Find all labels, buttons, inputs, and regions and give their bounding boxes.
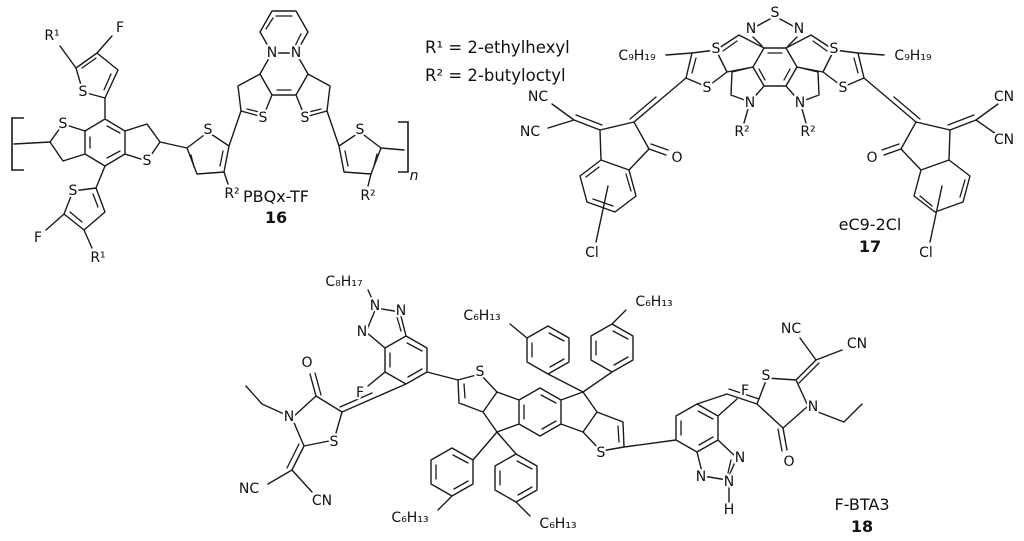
alkyl-c8h17-label: C₈H₁₇: [325, 274, 362, 290]
pbqx-ring-bonds: [13, 10, 405, 249]
nitrogen-atom-label: N: [745, 95, 755, 111]
ec9-number-label: 17: [859, 237, 881, 256]
sulfur-atom-label: S: [69, 183, 78, 199]
nitrile-label: CN: [847, 336, 867, 352]
sulfur-atom-label: S: [143, 153, 152, 169]
sulfur-atom-label: S: [79, 84, 88, 100]
r-group-legend: R¹ = 2-ethylhexyl R² = 2-butyloctyl: [425, 38, 570, 85]
nitrile-label: NC: [520, 124, 540, 140]
ec9-name-label: eC9-2Cl: [839, 215, 902, 234]
fbta3-ring-bonds: [245, 289, 863, 517]
substituent-r1-label: R¹: [44, 28, 59, 44]
nitrogen-atom-label: N: [794, 21, 804, 37]
fbta3-double-bond-ticks: [286, 316, 820, 496]
pbqx-number-label: 16: [265, 208, 287, 227]
alkyl-c6h13-label: C₆H₁₃: [463, 308, 500, 324]
fluorine-atom-label: F: [34, 230, 42, 246]
polymer-repeat-n-label: n: [410, 168, 419, 184]
sulfur-atom-label: S: [59, 116, 68, 132]
nitrile-label: CN: [312, 493, 332, 509]
nitrogen-atom-label: N: [396, 303, 406, 319]
fbta3-name-label: F-BTA3: [834, 495, 889, 514]
nitrogen-atom-label: N: [291, 45, 301, 61]
sulfur-atom-label: S: [301, 110, 310, 126]
chlorine-atom-label: Cl: [585, 245, 599, 261]
oxygen-atom-label: O: [783, 454, 794, 470]
ec9-ring-bonds: [547, 18, 999, 243]
substituent-r2-label: R²: [734, 124, 749, 140]
substituent-r2-label: R²: [224, 186, 239, 202]
sulfur-atom-label: S: [830, 41, 839, 57]
r2-definition: R² = 2-butyloctyl: [425, 66, 566, 85]
polymer-bracket-left: [11, 117, 24, 171]
nitrogen-atom-label: N: [808, 399, 818, 415]
oxygen-atom-label: O: [301, 355, 312, 371]
sulfur-atom-label: S: [712, 41, 721, 57]
sulfur-atom-label: S: [839, 80, 848, 96]
sulfur-atom-label: S: [771, 5, 780, 21]
chlorine-atom-label: Cl: [919, 245, 933, 261]
sulfur-atom-label: S: [476, 364, 485, 380]
alkyl-c9h19-label: C₉H₁₉: [894, 48, 932, 64]
sulfur-atom-label: S: [330, 434, 339, 450]
substituent-r2-label: R²: [360, 188, 375, 204]
hydrogen-atom-label: H: [724, 502, 735, 518]
sulfur-atom-label: S: [356, 122, 365, 138]
polymer-bracket-right: [398, 121, 409, 173]
nitrile-label: NC: [239, 481, 259, 497]
nitrogen-atom-label: N: [267, 45, 277, 61]
substituent-r2-label: R²: [800, 124, 815, 140]
sulfur-atom-label: S: [762, 368, 771, 384]
nitrile-label: CN: [994, 89, 1014, 105]
nitrile-label: NC: [781, 321, 801, 337]
fbta3-number-label: 18: [851, 517, 873, 536]
sulfur-atom-label: S: [204, 122, 213, 138]
nitrogen-atom-label: N: [795, 95, 805, 111]
nitrogen-atom-label: N: [746, 21, 756, 37]
nitrogen-atom-label: N: [735, 450, 745, 466]
nitrogen-atom-label: N: [696, 469, 706, 485]
alkyl-c6h13-label: C₆H₁₃: [635, 294, 672, 310]
oxygen-atom-label: O: [866, 150, 877, 166]
oxygen-atom-label: O: [671, 150, 682, 166]
nitrogen-atom-label: N: [724, 474, 734, 490]
fluorine-atom-label: F: [356, 385, 364, 401]
alkyl-c6h13-label: C₆H₁₃: [391, 510, 428, 526]
nitrogen-atom-label: N: [284, 409, 294, 425]
nitrile-label: CN: [994, 132, 1014, 148]
r1-definition: R¹ = 2-ethylhexyl: [425, 38, 570, 57]
sulfur-atom-label: S: [703, 80, 712, 96]
nitrogen-atom-label: N: [370, 298, 380, 314]
sulfur-atom-label: S: [597, 445, 606, 461]
alkyl-c9h19-label: C₉H₁₉: [618, 48, 656, 64]
alkyl-c6h13-label: C₆H₁₃: [539, 516, 576, 532]
ec9-double-bond-ticks: [575, 40, 975, 207]
fluorine-atom-label: F: [741, 383, 749, 399]
pbqx-double-bond-ticks: [69, 15, 378, 223]
nitrile-label: NC: [528, 89, 548, 105]
fluorine-atom-label: F: [116, 20, 124, 36]
pbqx-name-label: PBQx-TF: [243, 187, 309, 206]
substituent-r1-label: R¹: [90, 250, 105, 266]
nitrogen-atom-label: N: [357, 324, 367, 340]
sulfur-atom-label: S: [259, 110, 268, 126]
